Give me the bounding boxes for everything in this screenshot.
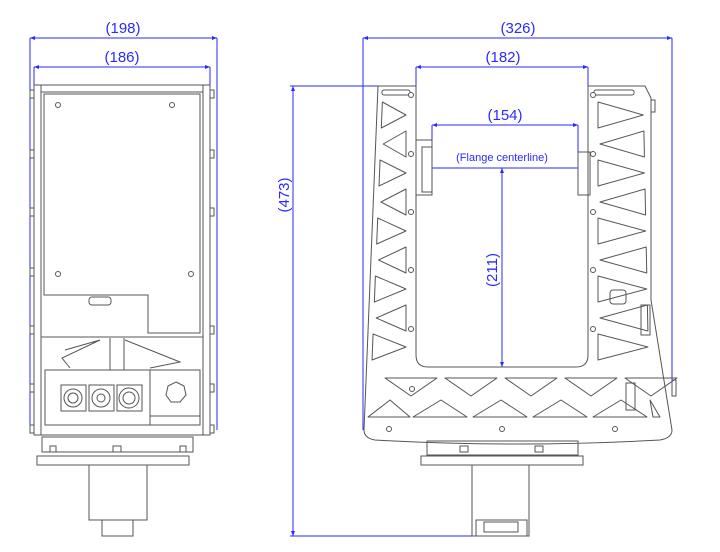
dimension-label-186: (186) — [104, 49, 139, 66]
cutout-triangle — [472, 399, 528, 418]
flange-centerline-label: (Flange centerline) — [456, 152, 548, 164]
dimension-186: (186) — [33, 49, 211, 86]
cutout-triangle — [380, 101, 407, 129]
side-body — [29, 84, 215, 436]
motor — [88, 464, 148, 521]
cutout-triangle — [649, 399, 661, 418]
cutout-triangle — [444, 377, 498, 397]
dimension-198: (198) — [29, 20, 218, 432]
dimension-label-473: (473) — [276, 177, 293, 212]
cutout-triangle — [592, 399, 648, 418]
cutout-triangle — [532, 399, 588, 418]
frame — [363, 85, 678, 445]
cutout-triangle — [599, 246, 648, 274]
cutout-triangle — [597, 101, 644, 129]
side-base — [36, 434, 203, 537]
cutout-triangle — [378, 159, 407, 187]
cutout-triangle — [597, 333, 649, 361]
cutout-triangle — [599, 304, 649, 332]
cutout-triangle — [376, 217, 407, 245]
flange-centerline: (Flange centerline) — [432, 152, 578, 169]
cutout-triangle — [371, 333, 407, 361]
motor-front — [471, 464, 530, 537]
frame-cutouts — [367, 101, 678, 418]
side-view: (198) (186) — [29, 20, 218, 537]
cable-gland — [165, 381, 187, 403]
dimension-211: (211) — [484, 168, 504, 367]
dimension-label-198: (198) — [105, 20, 140, 37]
cutout-triangle — [504, 377, 558, 397]
cutout-triangle — [599, 130, 645, 158]
dimension-326: (326) — [362, 20, 673, 430]
cutout-triangle — [597, 159, 645, 187]
front-base — [420, 440, 584, 537]
cutout-triangle — [384, 377, 438, 397]
cutout-triangle — [412, 399, 468, 418]
cutout-triangle — [597, 275, 648, 303]
front-view: (326) (182) (154) (Flange centerline) (2… — [362, 20, 678, 537]
cutout-triangle — [382, 130, 407, 158]
cutout-triangle — [597, 217, 647, 245]
cutout-triangle — [624, 377, 678, 397]
connector-3 — [116, 384, 143, 412]
dimension-182: (182) — [415, 49, 589, 86]
dimension-label-182: (182) — [485, 49, 520, 66]
dimension-label-211: (211) — [484, 253, 501, 287]
dimension-473: (473) — [276, 85, 474, 537]
dimension-label-154: (154) — [487, 107, 522, 124]
cutout-triangle — [599, 188, 647, 216]
cutout-triangle — [367, 399, 411, 418]
dimension-label-326: (326) — [500, 20, 535, 37]
connector-panel — [60, 381, 187, 412]
cutout-triangle — [380, 188, 407, 216]
cutout-triangle — [373, 275, 407, 303]
flange-block-left — [415, 139, 433, 196]
cutout-triangle — [378, 246, 407, 274]
cutout-triangle — [375, 304, 407, 332]
cutout-triangle — [564, 377, 618, 397]
flange-block-right — [577, 151, 591, 196]
